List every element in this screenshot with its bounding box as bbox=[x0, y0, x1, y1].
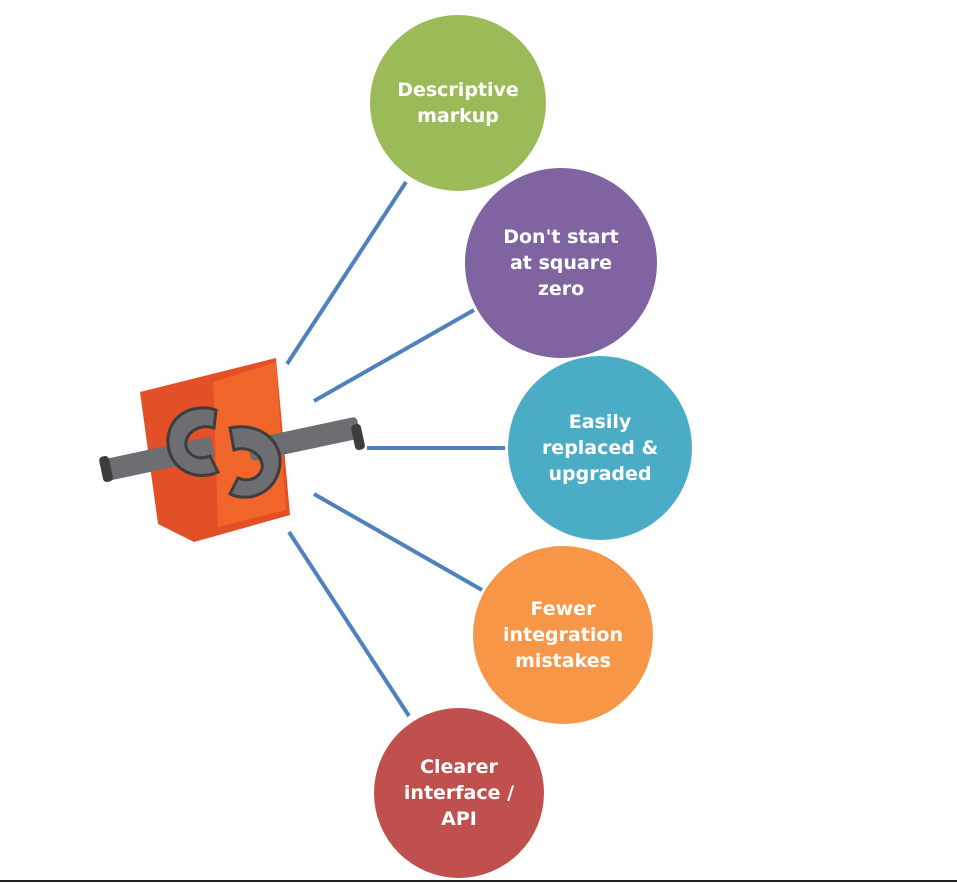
benefit-circle-fewer-integration-mistakes: Fewer integration mistakes bbox=[473, 546, 653, 724]
benefit-label: Descriptive markup bbox=[397, 79, 519, 127]
connector-line-descriptive-markup bbox=[285, 180, 408, 366]
benefit-circle-descriptive-markup: Descriptive markup bbox=[370, 15, 546, 191]
benefit-label: Clearer interface / API bbox=[403, 756, 515, 830]
benefit-label: Easily replaced & upgraded bbox=[541, 411, 659, 485]
bottom-divider bbox=[0, 880, 957, 882]
connector-line-fewer-integration-mistakes bbox=[313, 492, 483, 592]
benefit-circle-dont-start-at-square-zero: Don't start at square zero bbox=[465, 168, 657, 358]
benefit-circle-easily-replaced: Easily replaced & upgraded bbox=[508, 356, 692, 540]
connector-line-clearer-interface bbox=[287, 530, 411, 718]
connector-line-dont-start-at-square-zero bbox=[313, 308, 475, 403]
benefit-circle-clearer-interface: Clearer interface / API bbox=[374, 708, 544, 878]
right-wrench bbox=[227, 417, 365, 499]
html5-wrench-icon bbox=[99, 358, 365, 542]
benefit-label: Fewer integration mistakes bbox=[503, 598, 623, 672]
benefit-label: Don't start at square zero bbox=[503, 226, 619, 300]
left-wrench bbox=[99, 406, 221, 483]
